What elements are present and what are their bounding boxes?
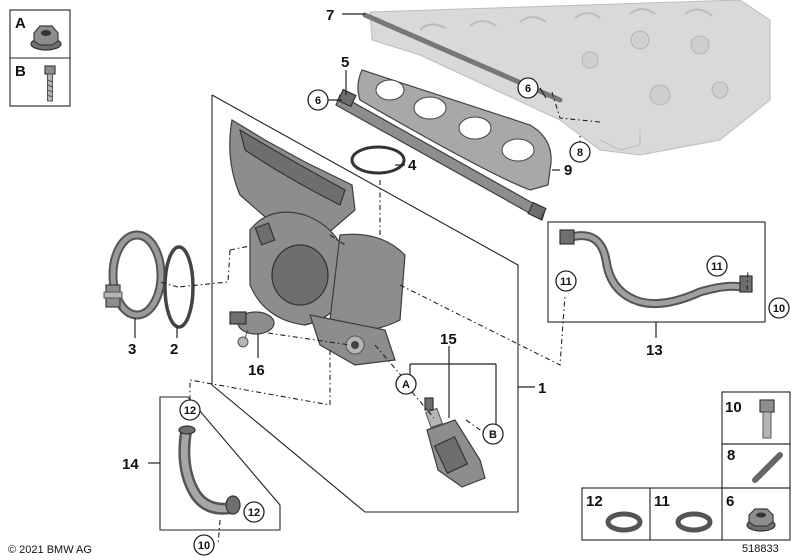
- callout-16: 16: [248, 362, 265, 379]
- circled-10-bottom: 10: [198, 540, 210, 552]
- legend-8-label: 8: [727, 447, 735, 464]
- legend-11-label: 11: [654, 493, 670, 510]
- bolt-icon: [44, 65, 56, 102]
- heat-shield-strip: [335, 88, 547, 221]
- exhaust-manifold-gasket: [357, 69, 552, 191]
- assembly-outline: [211, 94, 519, 513]
- circled-8: 8: [577, 147, 583, 159]
- legend-top-left: A B: [9, 9, 71, 107]
- legend-b-label: B: [15, 63, 26, 80]
- socket-bolt-icon: [759, 399, 775, 439]
- callout-1: 1: [538, 380, 546, 397]
- copyright-text: © 2021 BMW AG: [8, 544, 92, 556]
- callout-15: 15: [440, 331, 457, 348]
- turbocharger-manifold: [229, 119, 406, 366]
- hex-flange-nut-icon: [30, 25, 62, 51]
- callout-5: 5: [341, 54, 349, 71]
- callout-9: 9: [564, 162, 572, 179]
- callout-14: 14: [122, 456, 139, 473]
- legend-bottom-right: 10 8 12 11 6: [581, 391, 791, 541]
- legend-10-label: 10: [725, 399, 742, 416]
- reference-lines: [159, 91, 749, 546]
- circled-callouts: 6 6 8 11 11 10 A B 12 12 10: [179, 77, 790, 556]
- actuator-15: [424, 397, 486, 488]
- gasket-ring: [163, 245, 195, 329]
- return-pipe-outline: [159, 396, 281, 531]
- legend-a-label: A: [15, 15, 26, 32]
- o-ring-12-icon: [605, 511, 643, 533]
- circled-12-bottom: 12: [248, 507, 260, 519]
- hex-nut-6-icon: [746, 508, 776, 532]
- callout-labels: 7 5 4 9 1 3 2 16 15 13 14: [122, 7, 663, 473]
- callout-3: 3: [128, 341, 136, 358]
- callout-7: 7: [326, 7, 334, 24]
- return-pipe-14: [178, 425, 241, 515]
- callout-2: 2: [170, 341, 178, 358]
- circled-6-right: 6: [525, 83, 531, 95]
- cylinder-head-ghost: [369, 0, 771, 156]
- circled-6-left: 6: [315, 95, 321, 107]
- circled-11-right: 11: [711, 261, 723, 273]
- callout-13: 13: [646, 342, 663, 359]
- oil-line-13: [559, 229, 753, 309]
- circled-12-top: 12: [184, 405, 196, 417]
- leader-lines: [134, 13, 657, 464]
- circled-b: B: [489, 429, 497, 441]
- o-ring-11-icon: [675, 511, 713, 533]
- v-band-clamp: [103, 230, 166, 320]
- diagram-ref-number: 518833: [742, 543, 779, 555]
- legend-6-label: 6: [726, 493, 734, 510]
- circled-11-left: 11: [560, 276, 572, 288]
- circled-a: A: [402, 379, 410, 391]
- seal-ring: [350, 145, 406, 175]
- sensor-16: [229, 311, 275, 348]
- callout-4: 4: [408, 157, 417, 174]
- circled-10-right: 10: [773, 303, 785, 315]
- legend-12-label: 12: [586, 493, 603, 510]
- stud-pin-icon: [752, 452, 783, 483]
